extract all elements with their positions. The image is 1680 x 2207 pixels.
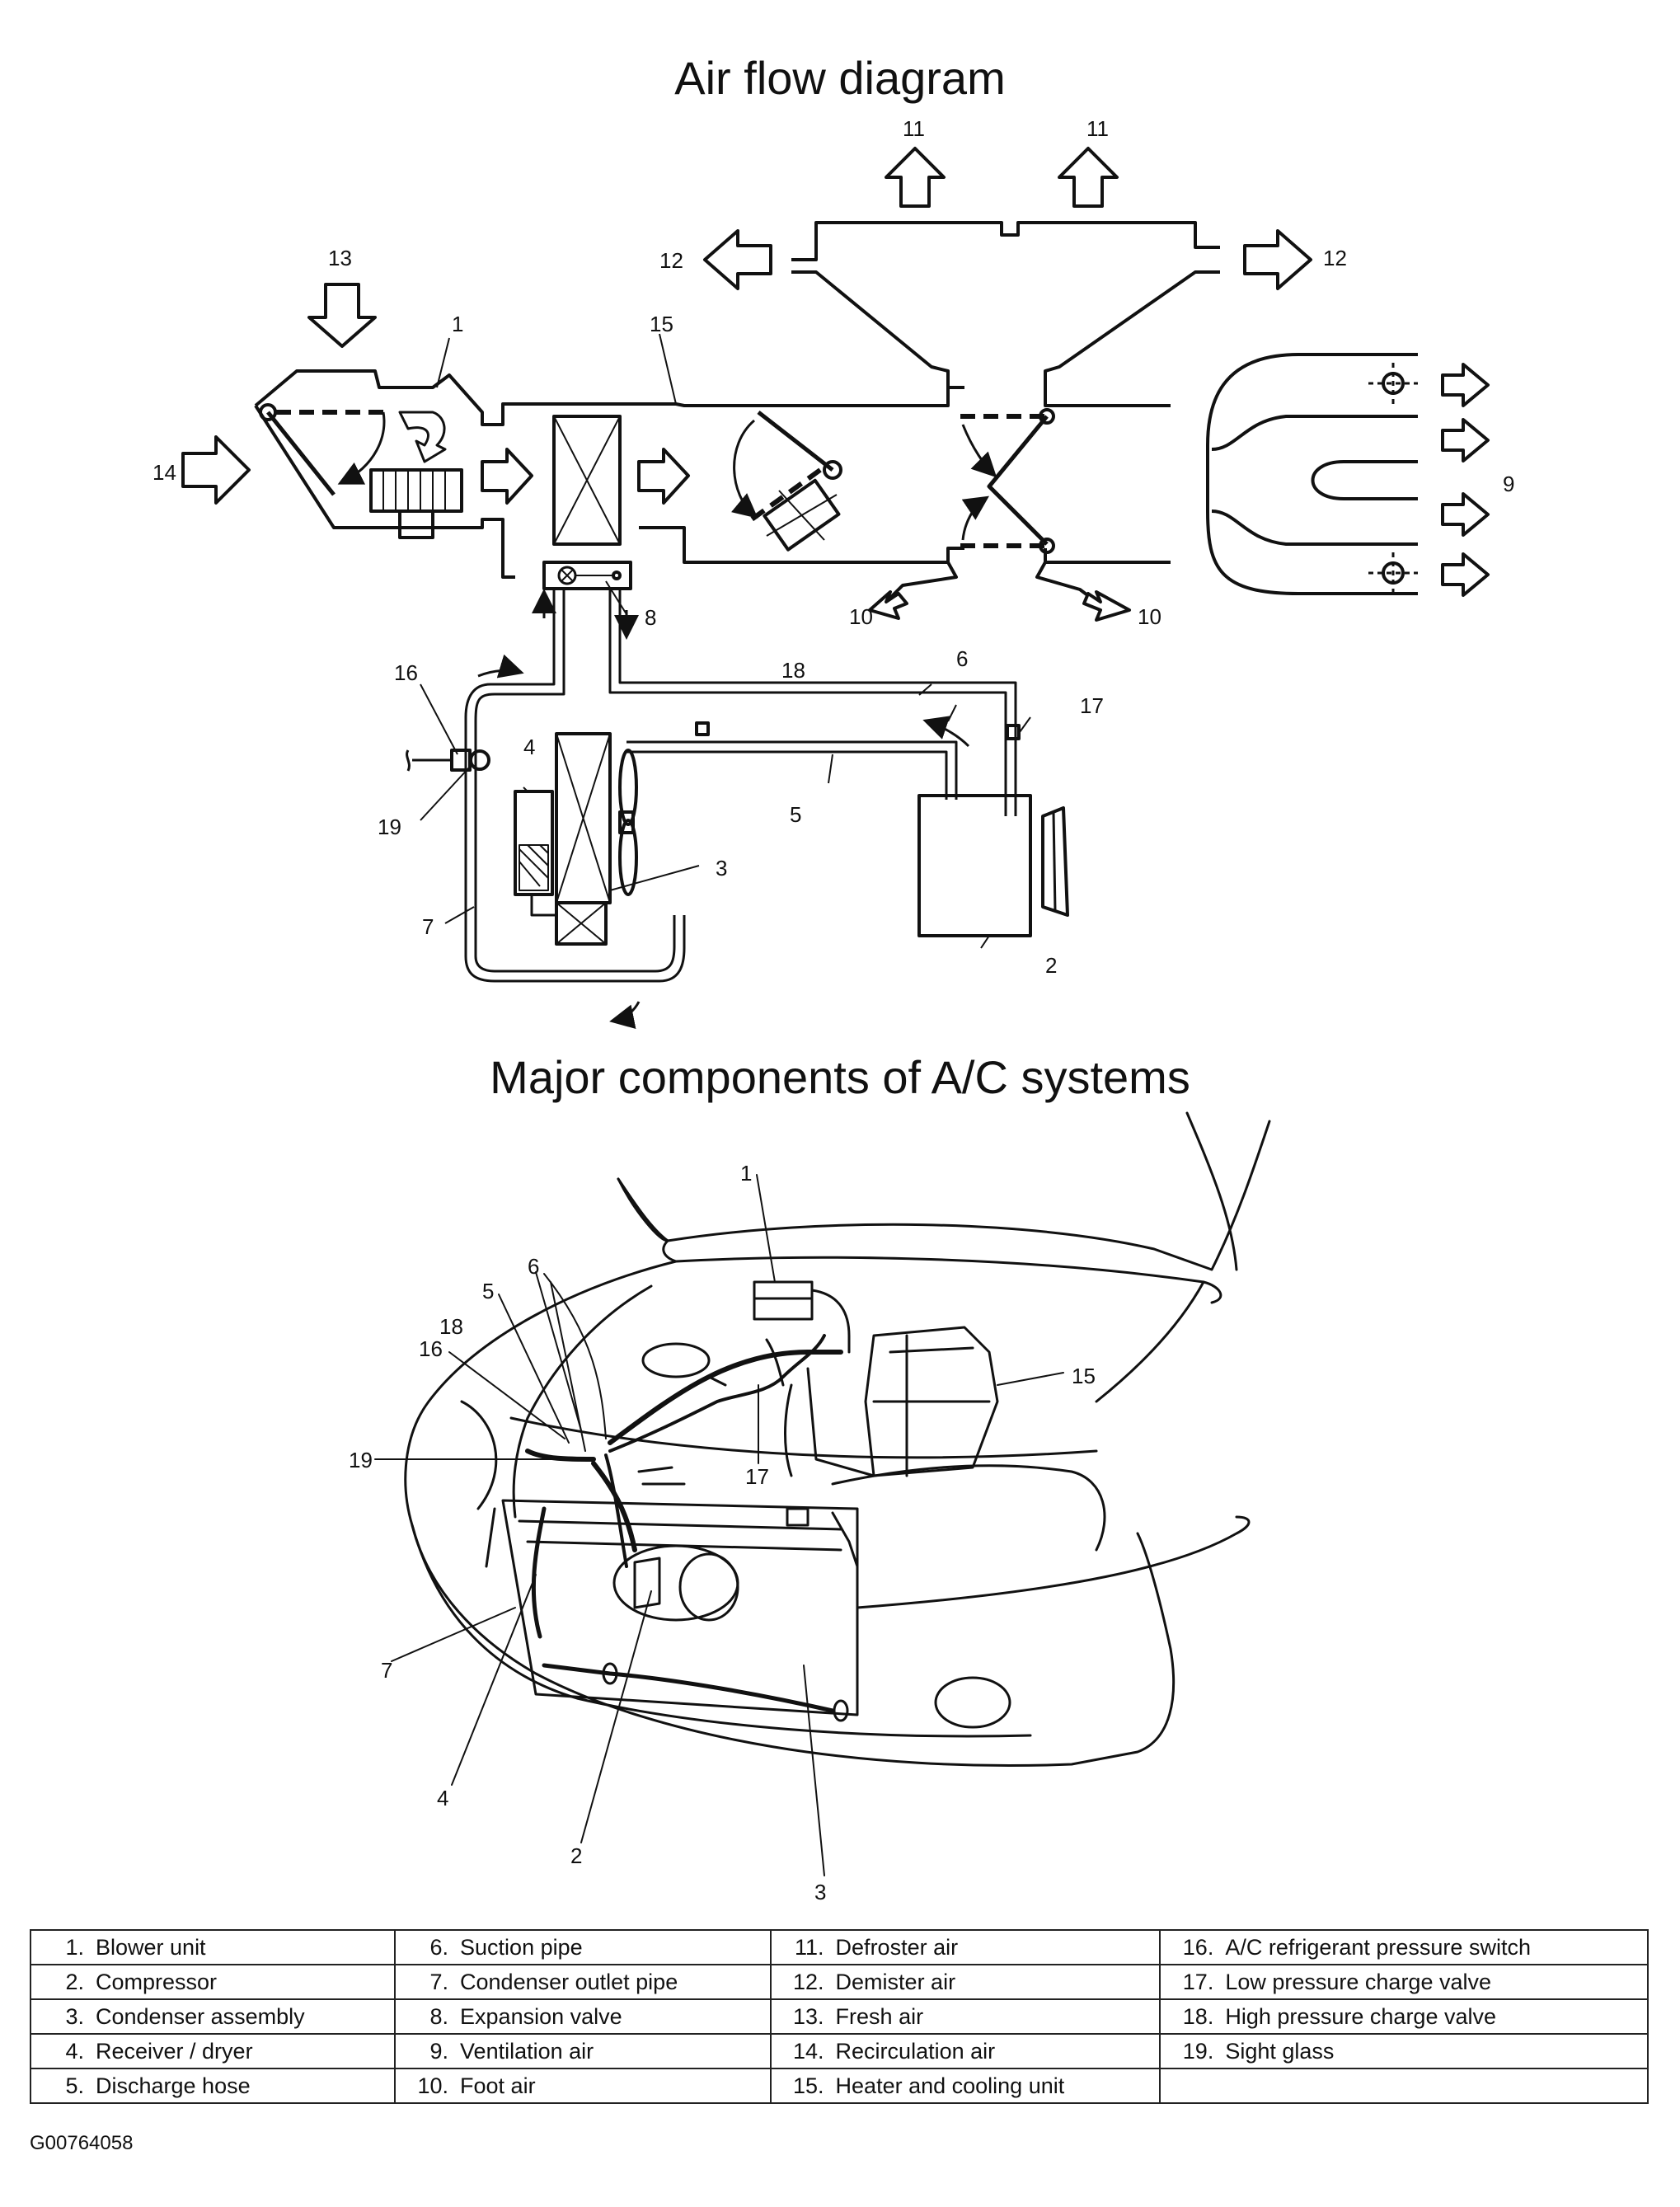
legend-cell: 8.Expansion valve [394,1998,772,2035]
legend-cell: 5.Discharge hose [29,2068,397,2104]
airflow-callout-3: 3 [716,856,727,880]
legend-cell: 7.Condenser outlet pipe [394,1964,772,2000]
component-callout-3: 3 [814,1880,826,1904]
legend-cell: 18.High pressure charge valve [1159,1998,1649,2035]
component-callout-15: 15 [1072,1364,1096,1388]
defroster-air-arrow-right [1058,147,1119,208]
airflow-callout-11a: 11 [903,116,925,141]
airflow-callout-6: 6 [956,646,968,671]
airflow-callout-16: 16 [394,660,418,685]
foot-air-arrow-left [868,590,908,620]
component-callout-5: 5 [482,1279,494,1303]
condenser-frame [501,1499,859,1716]
legend-cell: 13.Fresh air [769,1998,1161,2035]
component-callout-7: 7 [381,1658,392,1683]
fresh-air-arrow [307,283,377,348]
legend-cell: 6.Suction pipe [394,1929,772,1965]
evaporator [552,415,622,546]
airflow-callout-7: 7 [422,914,434,939]
air-flow-diagram: 13 1 15 14 11 11 12 12 9 10 10 8 18 6 16… [153,116,1514,1029]
airflow-callout-12a: 12 [659,248,683,273]
components-diagram-title: Major components of A/C systems [490,1051,1190,1103]
car-body [404,1260,1176,1767]
legend-cell: 3.Condenser assembly [29,1998,397,2035]
legend-cell: 17.Low pressure charge valve [1159,1964,1649,2000]
airflow-callout-17: 17 [1080,693,1104,718]
airflow-callout-10a: 10 [849,604,873,629]
legend-row: 5.Discharge hose 10.Foot air 15.Heater a… [29,2068,1649,2104]
airflow-callout-1: 1 [452,312,463,336]
demister-air-arrow-right [1243,229,1312,290]
component-callout-16: 16 [419,1336,443,1361]
legend-cell: 11.Defroster air [769,1929,1161,1965]
airflow-callout-4: 4 [523,735,535,759]
airflow-callout-12b: 12 [1323,246,1347,270]
legend-table: 1.Blower unit 6.Suction pipe 11.Defroste… [29,1929,1649,2104]
legend-cell: 16.A/C refrigerant pressure switch [1159,1929,1649,1965]
airflow-callout-13: 13 [328,246,352,270]
foot-air-arrow-right [1082,590,1131,622]
airflow-diagram-title: Air flow diagram [674,52,1006,104]
component-callout-19: 19 [349,1448,373,1472]
component-callout-1: 1 [740,1161,752,1186]
expansion-inlet [464,589,686,983]
recirculation-air-arrow [181,435,251,505]
suction-pipe [608,589,1017,816]
legend-cell: 2.Compressor [29,1964,397,2000]
airflow-callout-14: 14 [153,460,176,485]
legend-cell: 4.Receiver / dryer [29,2033,397,2069]
airflow-callout-5: 5 [790,802,801,827]
expansion-valve [542,561,632,590]
defroster-air-arrow-left [885,147,946,208]
airflow-callout-2: 2 [1045,953,1057,978]
legend-cell: 9.Ventilation air [394,2033,772,2069]
airflow-callout-15: 15 [650,312,673,336]
component-callout-2: 2 [570,1843,582,1868]
legend-row: 4.Receiver / dryer 9.Ventilation air 14.… [29,2033,1649,2069]
discharge-hose [626,740,958,800]
component-callout-6: 6 [528,1254,539,1279]
component-callout-18: 18 [439,1314,463,1339]
legend-cell: 19.Sight glass [1159,2033,1649,2069]
legend-cell: 12.Demister air [769,1964,1161,2000]
demister-air-arrow-left [703,229,772,290]
blower-housing [254,369,964,426]
receiver-dryer [514,790,554,896]
components-drawing: 1 6 5 18 16 19 15 17 7 4 2 3 [349,1111,1271,1904]
figure-code: G00764058 [30,2132,134,2154]
legend-cell: 1.Blower unit [29,1929,397,1965]
airflow-callout-11b: 11 [1086,116,1109,141]
legend-cell [1159,2068,1649,2104]
legend-cell: 14.Recirculation air [769,2033,1161,2069]
blower-housing-bottom [254,404,515,579]
legend-cell: 10.Foot air [394,2068,772,2104]
airflow-callout-19: 19 [378,815,401,839]
legend-row: 3.Condenser assembly 8.Expansion valve 1… [29,1998,1649,2035]
discharge-hose-drawing [591,1461,637,1552]
legend-row: 1.Blower unit 6.Suction pipe 11.Defroste… [29,1929,1649,1965]
airflow-callout-8: 8 [645,605,656,630]
airflow-callout-9: 9 [1503,472,1514,496]
component-callout-17: 17 [745,1464,769,1489]
airflow-callout-18: 18 [781,658,805,683]
legend-cell: 15.Heater and cooling unit [769,2068,1161,2104]
blower-unit-drawing [753,1280,814,1321]
compressor-body [917,794,1032,937]
heater-cooling-unit-drawing [864,1326,999,1477]
duct-bottom [639,526,964,564]
airflow-callout-10b: 10 [1138,604,1161,629]
intake-door-pivot [259,403,277,421]
component-callout-4: 4 [437,1786,448,1810]
blower-fan [369,468,463,513]
hood [617,1120,1271,1271]
legend-row: 2.Compressor 7.Condenser outlet pipe 12.… [29,1964,1649,2000]
